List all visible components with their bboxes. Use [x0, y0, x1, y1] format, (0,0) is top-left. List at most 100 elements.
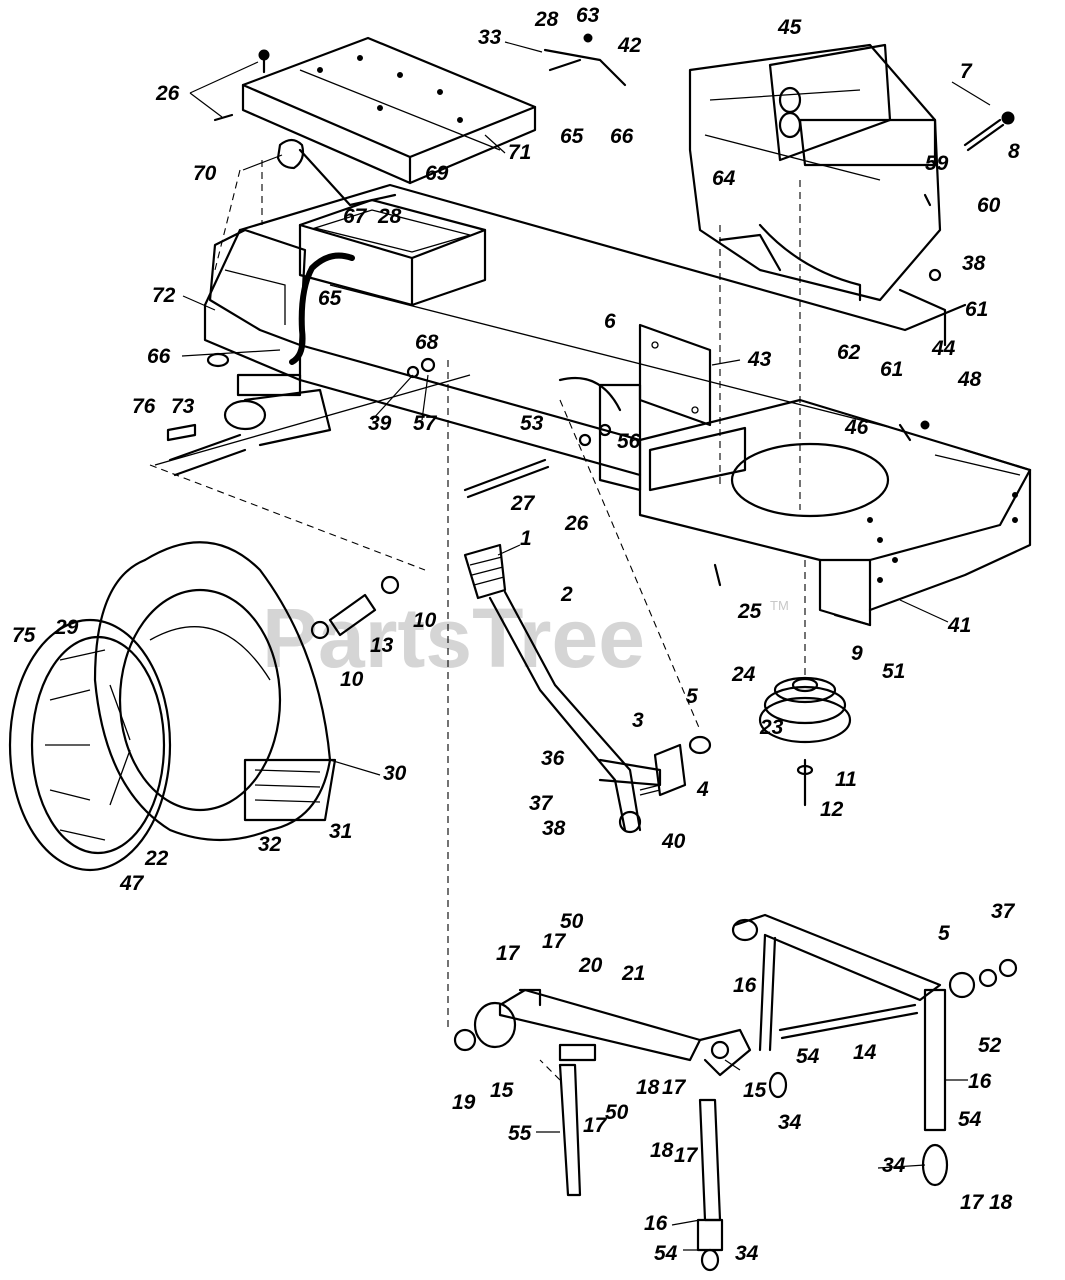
callout-52: 52 — [978, 1034, 1002, 1057]
rear-bracket — [206, 228, 307, 368]
callout-61-a: 61 — [965, 298, 988, 321]
callout-31: 31 — [329, 820, 352, 843]
callout-66-a: 66 — [610, 125, 634, 148]
watermark-text: PartsTree — [262, 591, 645, 685]
callout-76: 76 — [132, 395, 156, 418]
callout-54-a: 54 — [796, 1045, 820, 1068]
callout-62: 62 — [837, 341, 861, 364]
callout-13: 13 — [370, 634, 394, 657]
callout-67: 67 — [343, 205, 368, 228]
hub-cap — [8, 618, 172, 872]
steering-link-21 — [453, 988, 752, 1077]
callout-30: 30 — [383, 762, 407, 785]
callout-3: 3 — [632, 709, 644, 732]
callout-65-a: 65 — [560, 125, 584, 148]
callout-17-f: 17 — [960, 1191, 985, 1214]
callout-26-a: 26 — [155, 82, 180, 105]
callout-28-b: 28 — [377, 205, 402, 228]
callout-18-c: 18 — [989, 1191, 1013, 1214]
callout-57: 57 — [413, 412, 438, 435]
callout-6: 6 — [604, 310, 616, 333]
callout-20: 20 — [578, 954, 603, 977]
callout-26-b: 26 — [564, 512, 589, 535]
callout-50-a: 50 — [560, 910, 584, 933]
callout-23: 23 — [759, 716, 784, 739]
callout-70: 70 — [193, 162, 217, 185]
front-axle — [731, 913, 949, 1187]
callout-15-b: 15 — [743, 1079, 767, 1102]
callout-54-c: 54 — [654, 1242, 678, 1265]
callout-16-a: 16 — [733, 974, 757, 997]
callout-8: 8 — [1008, 140, 1020, 163]
callout-17-c: 17 — [662, 1076, 687, 1099]
callout-18-b: 18 — [650, 1139, 674, 1162]
drag-link-55 — [558, 1043, 597, 1197]
engine — [688, 43, 947, 347]
rear-tire — [93, 541, 337, 842]
spacer-13 — [310, 575, 400, 640]
callout-47: 47 — [119, 872, 145, 895]
rod-27 — [463, 458, 550, 499]
callout-19: 19 — [452, 1091, 476, 1114]
callout-53: 53 — [520, 412, 544, 435]
callout-9: 9 — [851, 642, 863, 665]
callout-46: 46 — [844, 416, 869, 439]
callout-10-a: 10 — [413, 609, 437, 632]
callout-37-a: 37 — [529, 792, 554, 815]
shift-lever — [463, 543, 642, 834]
shift-bracket — [558, 323, 712, 492]
callout-17-e: 17 — [674, 1144, 699, 1167]
seat-bolt — [213, 49, 270, 122]
callout-64: 64 — [712, 167, 736, 190]
callout-25: 25 — [737, 600, 762, 623]
callout-43: 43 — [747, 348, 772, 371]
callout-65-b: 65 — [318, 287, 342, 310]
seat-spring-bracket — [276, 138, 397, 207]
callout-63: 63 — [576, 4, 600, 27]
callout-68: 68 — [415, 331, 439, 354]
callout-39: 39 — [368, 412, 392, 435]
callout-48: 48 — [957, 368, 982, 391]
callout-60: 60 — [977, 194, 1001, 217]
callout-55: 55 — [508, 1122, 532, 1145]
callout-73: 73 — [171, 395, 195, 418]
seat-pan — [241, 36, 537, 185]
tie-rod-16-lower — [696, 1098, 724, 1272]
callout-75: 75 — [12, 624, 36, 647]
callout-5-b: 5 — [938, 922, 950, 945]
callout-41: 41 — [947, 614, 971, 637]
fuel-tank — [298, 198, 487, 307]
callout-5-a: 5 — [686, 685, 698, 708]
pulley — [758, 676, 852, 807]
callout-12: 12 — [820, 798, 844, 821]
callout-66-b: 66 — [147, 345, 171, 368]
callout-45: 45 — [777, 16, 802, 39]
callout-17-a: 17 — [542, 930, 567, 953]
callout-38-b: 38 — [542, 817, 566, 840]
callout-29: 29 — [54, 616, 79, 639]
pivot-bracket — [598, 735, 712, 797]
callout-33: 33 — [478, 26, 502, 49]
callout-51: 51 — [882, 660, 905, 683]
callout-18-a: 18 — [636, 1076, 660, 1099]
callout-54-b: 54 — [958, 1108, 982, 1131]
callout-16-b: 16 — [968, 1070, 992, 1093]
callout-71: 71 — [508, 141, 531, 164]
callout-24: 24 — [731, 663, 756, 686]
callout-50-b: 50 — [605, 1101, 629, 1124]
callout-40: 40 — [661, 830, 686, 853]
callout-labels: 26 33 28 63 42 45 7 8 70 65 66 71 69 67 … — [12, 4, 1020, 1265]
assembly-guide-lines — [149, 160, 806, 1081]
callout-38-a: 38 — [962, 252, 986, 275]
callout-10-b: 10 — [340, 668, 364, 691]
callout-7: 7 — [960, 60, 973, 83]
callout-22: 22 — [144, 847, 169, 870]
washer-set-37 — [948, 958, 1018, 999]
callout-42: 42 — [617, 34, 642, 57]
callout-4: 4 — [696, 778, 709, 801]
callout-16-c: 16 — [644, 1212, 668, 1235]
callout-32: 32 — [258, 833, 282, 856]
callout-15-a: 15 — [490, 1079, 514, 1102]
callout-21: 21 — [621, 962, 645, 985]
